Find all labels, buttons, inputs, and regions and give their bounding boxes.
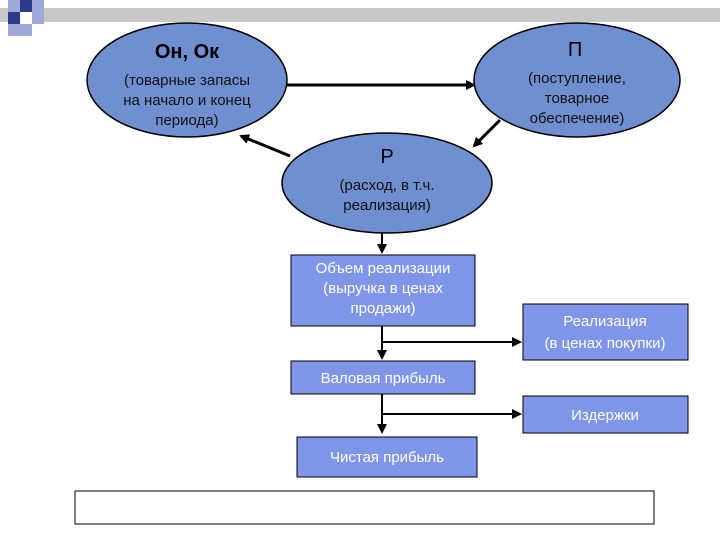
node-realization-purchase-line: Реализация [563,313,646,330]
node-gross-profit: Валовая прибыль [290,360,476,395]
node-on-ok: Он, Ок (товарные запасы на начало и коне… [86,22,288,138]
node-p: П (поступление, товарное обеспечение) [473,22,681,138]
node-p-title: П [568,39,582,61]
deco-square [8,24,20,36]
deco-square [32,0,44,12]
ellipse-r [281,132,493,234]
ellipse-p [473,22,681,138]
node-sales-volume-line: продажи) [351,300,416,317]
node-r-title: Р [380,146,393,168]
node-gross-profit-label: Валовая прибыль [321,370,446,387]
ellipse-on-ok [86,22,288,138]
empty-bottom-frame [74,490,655,525]
node-on-ok-line: на начало и конец [123,92,251,109]
node-p-line: товарное [545,90,610,107]
decorative-header-bar [0,0,720,36]
box-net-profit [296,436,478,478]
node-sales-volume: Объем реализации (выручка в ценах продаж… [290,254,476,327]
deco-square [8,12,20,24]
box-realization-purchase [522,303,689,361]
arrow-p-to-r [472,118,502,148]
node-on-ok-line: (товарные запасы [124,72,250,89]
arrow-r-to-on-ok [239,134,291,158]
deco-square [8,0,20,12]
box-gross-profit [290,360,476,395]
node-sales-volume-line: Объем реализации [316,260,451,277]
box-costs [522,395,689,434]
node-realization-purchase: Реализация (в ценах покупки) [522,303,689,361]
deco-square [20,12,32,24]
node-costs: Издержки [522,395,689,434]
node-net-profit-label: Чистая прибыль [330,449,444,466]
node-costs-label: Издержки [571,407,639,424]
gray-stripe [0,8,720,22]
node-p-line: (поступление, [528,70,626,87]
node-net-profit: Чистая прибыль [296,436,478,478]
node-sales-volume-line: (выручка в ценах [323,280,443,297]
node-r: Р (расход, в т.ч. реализация) [281,132,493,234]
node-r-line: реализация) [343,197,430,214]
node-realization-purchase-line: (в ценах покупки) [545,335,666,352]
box-sales-volume [290,254,476,327]
deco-square [20,0,32,12]
node-p-line: обеспечение) [530,110,625,127]
deco-square [20,24,32,36]
node-on-ok-title: Он, Ок [155,41,220,63]
node-r-line: (расход, в т.ч. [339,177,434,194]
node-on-ok-line: периода) [155,112,218,129]
deco-square [32,12,44,24]
